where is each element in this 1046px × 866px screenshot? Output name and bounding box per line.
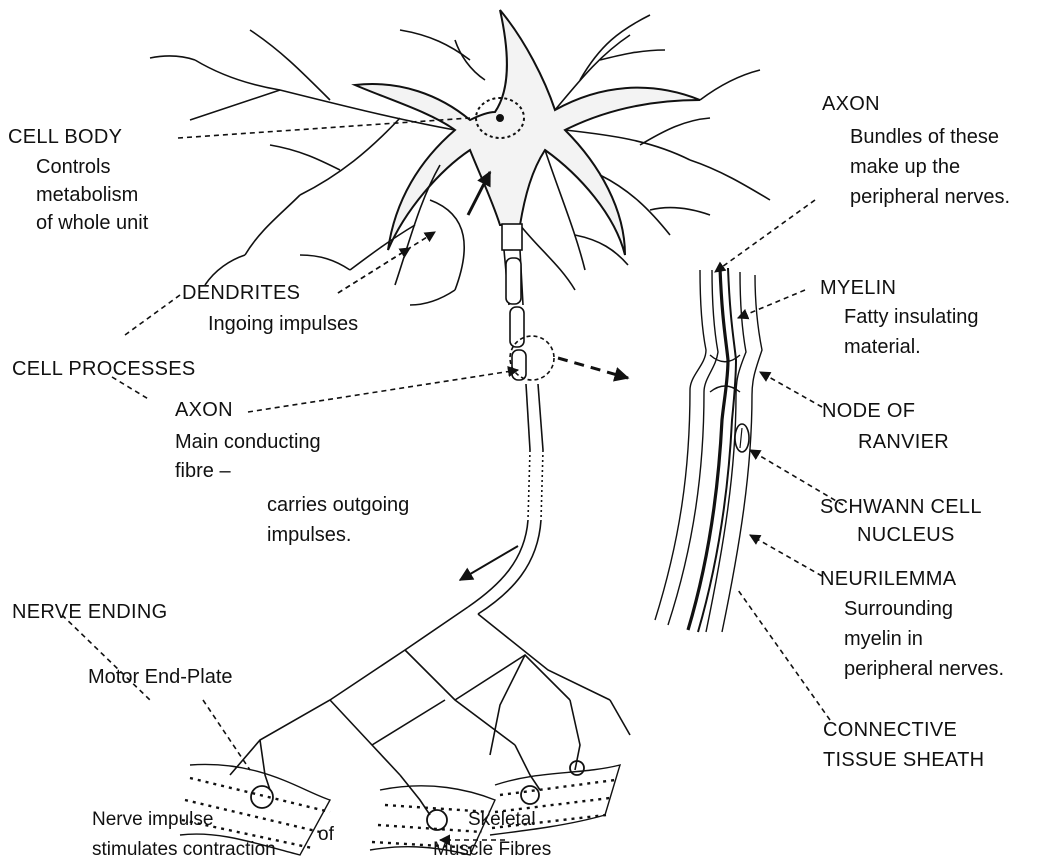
impulse-line1: Nerve impulse — [92, 808, 213, 832]
neurilemma-line3: peripheral nerves. — [844, 657, 1004, 681]
cell-body-line2: metabolism — [36, 183, 138, 207]
impulse-direction-arrow — [468, 172, 490, 215]
cell-body-shape — [355, 10, 700, 255]
magnify-arrow — [558, 358, 628, 378]
magnified-axon-shape — [655, 268, 762, 632]
axon-top-title: AXON — [822, 92, 880, 116]
axon-top-line1: Bundles of these — [850, 125, 999, 149]
impulse-line2: stimulates contraction — [92, 838, 276, 862]
motor-end-plate-label: Motor End-Plate — [88, 665, 233, 689]
skeletal-line1: Skeletal — [468, 808, 536, 832]
axon-main-line2: fibre – — [175, 459, 231, 483]
dendrites-line1: Ingoing impulses — [208, 312, 358, 336]
axon-main-title: AXON — [175, 398, 233, 422]
axon-main-line4: impulses. — [267, 523, 351, 547]
connective-line2: TISSUE SHEATH — [823, 748, 984, 772]
myelin-line2: material. — [844, 335, 921, 359]
cell-processes-label: CELL PROCESSES — [12, 357, 196, 381]
neurilemma-line2: myelin in — [844, 627, 923, 651]
of-label: of — [318, 823, 334, 847]
skeletal-line2: Muscle Fibres — [433, 838, 551, 862]
schwann-line1: SCHWANN CELL — [820, 495, 982, 519]
axon-top-line3: peripheral nerves. — [850, 185, 1010, 209]
axon-top-line2: make up the — [850, 155, 960, 179]
neurilemma-title: NEURILEMMA — [820, 567, 956, 591]
axon-main-line1: Main conducting — [175, 430, 321, 454]
nerve-ending-label: NERVE ENDING — [12, 600, 168, 624]
node-line1: NODE OF — [822, 399, 915, 423]
node-line2: RANVIER — [858, 430, 949, 454]
outgoing-impulse-arrow — [460, 546, 518, 580]
schwann-line2: NUCLEUS — [857, 523, 955, 547]
dendrites-title: DENDRITES — [182, 281, 300, 305]
cell-body-line3: of whole unit — [36, 211, 148, 235]
dendrites-shape — [150, 15, 770, 305]
cell-body-line1: Controls — [36, 155, 110, 179]
myelin-line1: Fatty insulating — [844, 305, 979, 329]
axon-main-line3: carries outgoing — [267, 493, 409, 517]
cell-body-title: CELL BODY — [8, 125, 122, 149]
connective-line1: CONNECTIVE — [823, 718, 957, 742]
myelin-title: MYELIN — [820, 276, 896, 300]
neurilemma-line1: Surrounding — [844, 597, 953, 621]
